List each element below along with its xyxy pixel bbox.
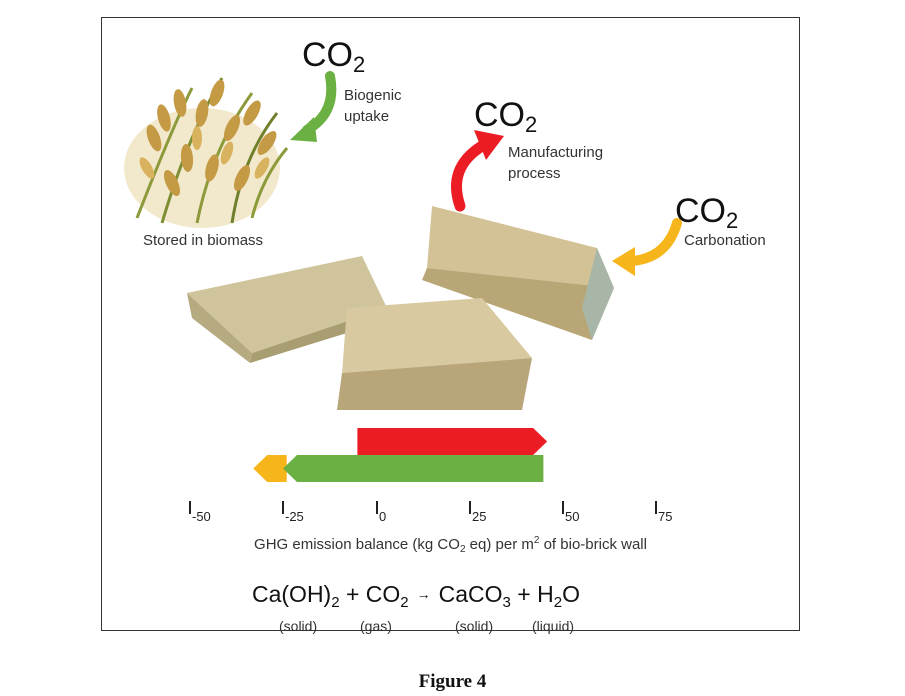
carbonation-bar bbox=[253, 455, 287, 482]
tick-mark bbox=[655, 501, 657, 514]
biogenic-bar bbox=[283, 455, 544, 482]
tick-label: -50 bbox=[192, 509, 211, 524]
tick-label: 25 bbox=[472, 509, 487, 524]
bio-brick-right bbox=[422, 206, 614, 340]
state-label: (solid) bbox=[279, 618, 318, 634]
tick-mark bbox=[469, 501, 471, 514]
carbonation-label: Carbonation bbox=[684, 232, 766, 249]
carbonation-equation: Ca(OH)2 + CO2→CaCO3 + H2O bbox=[252, 581, 580, 611]
state-label: (liquid) bbox=[532, 618, 575, 634]
wheat-illustration bbox=[124, 77, 289, 228]
co2-manufacturing-label: CO2 bbox=[474, 96, 538, 137]
bio-brick-center bbox=[337, 298, 532, 410]
tick-label: 0 bbox=[379, 509, 387, 524]
tick-label: -25 bbox=[285, 509, 304, 524]
manufacturing-arrow bbox=[451, 130, 504, 212]
state-label: (solid) bbox=[455, 618, 494, 634]
carbonation-arrow bbox=[612, 218, 682, 276]
stored-in-biomass-label: Stored in biomass bbox=[143, 232, 264, 249]
tick-mark bbox=[282, 501, 284, 514]
figure-caption: Figure 4 bbox=[418, 671, 487, 692]
tick-label: 75 bbox=[658, 509, 673, 524]
co2-carbonation-label: CO2 bbox=[675, 192, 739, 233]
co2-biogenic-label: CO2 bbox=[302, 36, 366, 77]
tick-mark bbox=[562, 501, 564, 514]
tick-label: 50 bbox=[565, 509, 580, 524]
state-label: (gas) bbox=[360, 618, 392, 634]
manufacturing-emission-bar bbox=[357, 428, 548, 455]
tick-mark bbox=[189, 501, 191, 514]
axis-title: GHG emission balance (kg CO2 eq) per m2 … bbox=[254, 535, 647, 555]
emission-bars bbox=[253, 428, 548, 482]
biogenic-uptake-arrow bbox=[290, 71, 337, 142]
figure-graphics bbox=[124, 71, 682, 482]
tick-mark bbox=[376, 501, 378, 514]
